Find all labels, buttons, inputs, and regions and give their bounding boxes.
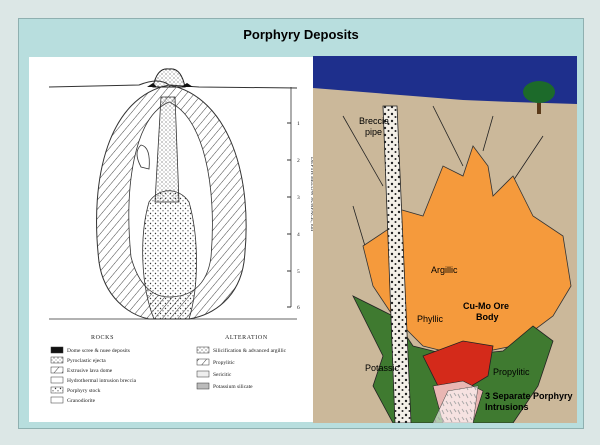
alteration-header: ALTERATION <box>225 335 268 341</box>
lava-dome <box>153 69 185 87</box>
tree-icon <box>523 81 555 103</box>
propylitic-label: Propylitic <box>493 367 530 377</box>
rocks-legend-item: Hydrothermal intrusion breccia <box>67 378 137 384</box>
rocks-legend-item: Dome scree & nuee deposits <box>67 348 130 354</box>
alteration-legend-item: Silicification & advanced argillic <box>213 347 287 354</box>
depth-tick-4: 4 <box>297 232 300 238</box>
depth-ticks: 1 2 3 4 5 6 <box>287 121 300 311</box>
depth-tick-6: 6 <box>297 305 300 311</box>
argillic-label: Argillic <box>431 265 458 275</box>
potassic-label: Potassic <box>365 363 400 373</box>
depth-tick-1: 1 <box>297 121 300 127</box>
rocks-legend-item: Porphyry stock <box>67 388 101 394</box>
right-porphyry-diagram: Breccia pipe Argillic Cu-Mo Ore Body Phy… <box>313 56 577 423</box>
rocks-legend-item: Pyroclastic ejecta <box>67 358 106 364</box>
breccia-label: Breccia <box>359 116 389 126</box>
porphyry-stock <box>143 191 197 319</box>
depth-tick-3: 3 <box>297 195 300 201</box>
slide-title: Porphyry Deposits <box>19 27 583 42</box>
rocks-legend-item: Granodiorite <box>67 398 96 404</box>
intrusions-label-2: Intrusions <box>485 402 529 412</box>
alteration-legend-item: Sericitic <box>213 372 232 378</box>
intrusions-label: 3 Separate Porphyry <box>485 391 573 401</box>
left-cross-section-diagram: 1 2 3 4 5 6 DEPTH BELOW SURFACE, km ROCK… <box>29 57 319 422</box>
slide-frame: Porphyry Deposits <box>18 18 584 429</box>
alteration-legend: Silicification & advanced argillic Propy… <box>197 347 287 390</box>
ore-body-label: Cu-Mo Ore <box>463 301 509 311</box>
rocks-header: ROCKS <box>91 335 114 341</box>
rocks-legend: Dome scree & nuee deposits Pyroclastic e… <box>51 347 137 404</box>
alteration-legend-item: Potassium silicate <box>213 384 253 390</box>
alteration-legend-item: Propylitic <box>213 360 235 366</box>
depth-tick-2: 2 <box>297 158 300 164</box>
rocks-legend-item: Extrusive lava dome <box>67 368 113 374</box>
pipe-label: pipe <box>365 127 382 137</box>
ore-body-label-2: Body <box>476 312 499 322</box>
phyllic-label: Phyllic <box>417 314 444 324</box>
depth-tick-5: 5 <box>297 269 300 275</box>
